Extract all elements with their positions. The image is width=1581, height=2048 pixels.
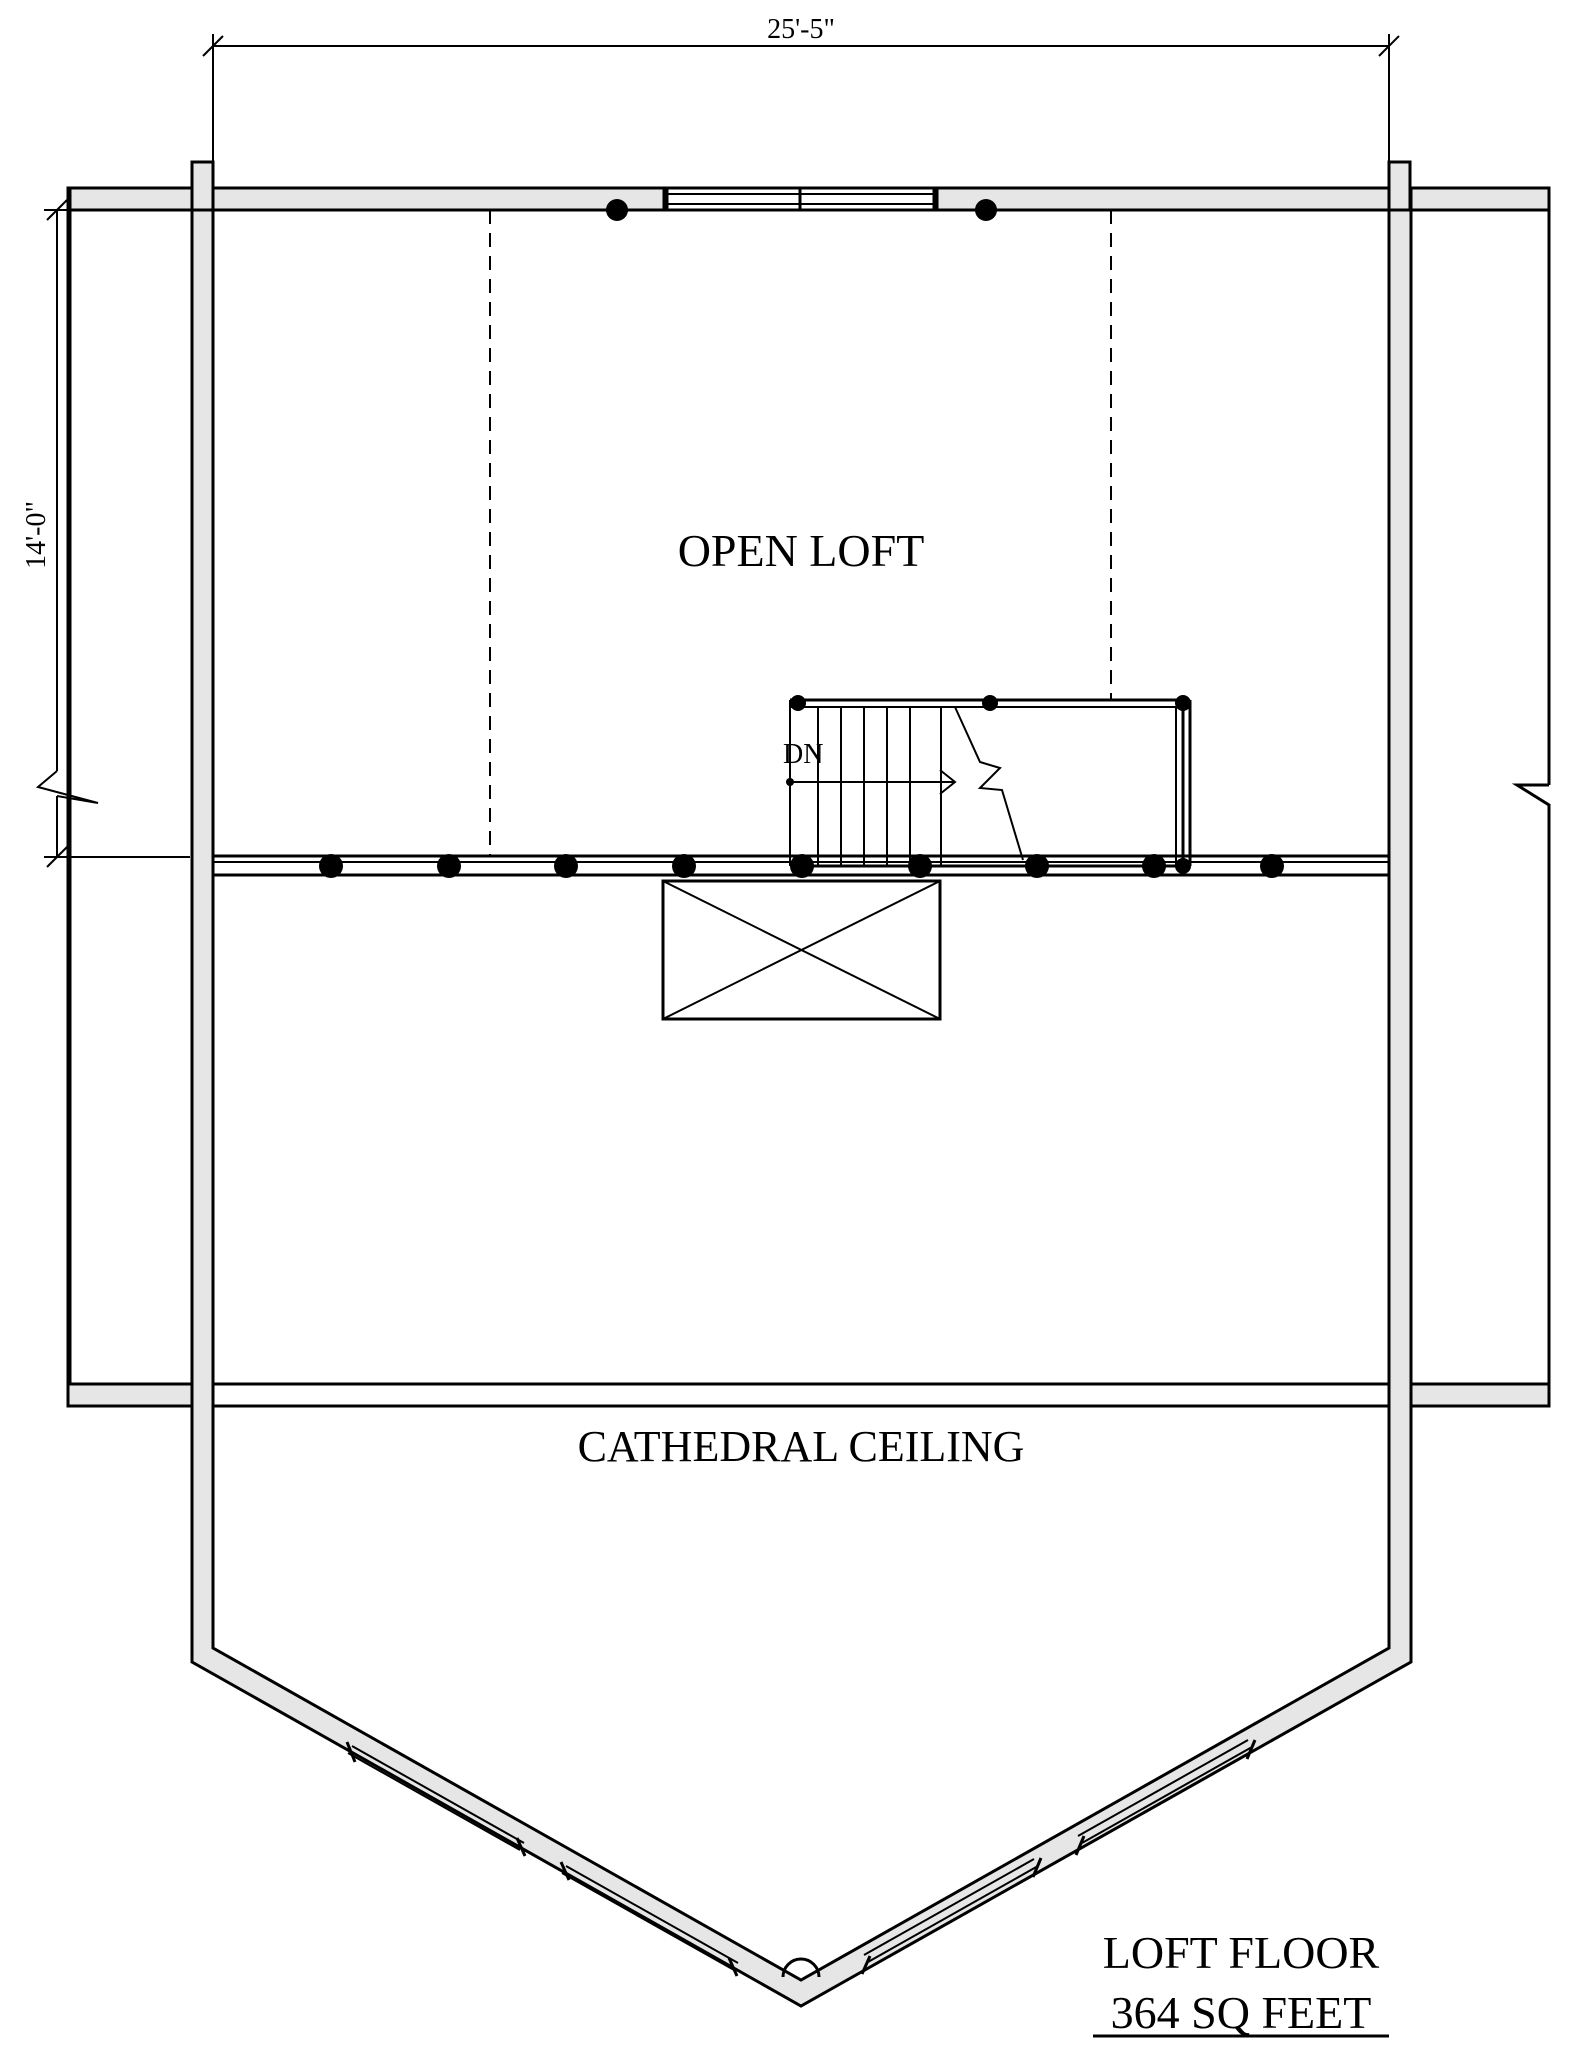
top-wall-left: [190, 186, 666, 212]
post: [908, 854, 932, 878]
posts: [319, 199, 1284, 878]
post: [437, 854, 461, 878]
post: [554, 854, 578, 878]
stair-down-label: DN: [783, 739, 823, 770]
plan-area: 364 SQ FEET: [1111, 1987, 1372, 2038]
top-right-wall-stub: [1387, 160, 1412, 212]
post: [606, 199, 628, 221]
open-loft-label: OPEN LOFT: [678, 525, 925, 576]
post: [982, 695, 998, 711]
angled-windows: [345, 1739, 1257, 1978]
depth-dimension: 14'-0": [21, 199, 190, 868]
post: [790, 695, 806, 711]
post: [1260, 854, 1284, 878]
plan-title-block: LOFT FLOOR 364 SQ FEET: [1093, 1927, 1389, 2038]
exterior-walls: [66, 160, 1551, 2008]
width-dimension: 25'-5": [202, 14, 1400, 185]
loft-boundary-dashed: [489, 210, 1112, 856]
right-outer-wall-bottom: [1409, 1382, 1551, 1408]
post: [975, 199, 997, 221]
left-outer-wall-top: [66, 186, 194, 212]
left-outer-wall-bottom: [66, 1382, 194, 1408]
top-window: [662, 186, 939, 212]
cathedral-ceiling-label: CATHEDRAL CEILING: [578, 1422, 1025, 1471]
stair: DN: [783, 700, 1024, 866]
post: [1025, 854, 1049, 878]
post: [1142, 854, 1166, 878]
width-dimension-label: 25'-5": [767, 14, 835, 45]
post: [672, 854, 696, 878]
main-building-wall: [190, 208, 1413, 2008]
floor-opening: [661, 879, 942, 1021]
top-wall-right: [935, 186, 1413, 212]
left-outer-wall-side: [66, 186, 72, 1408]
post: [1175, 695, 1191, 711]
post: [790, 854, 814, 878]
right-outer-wall-top: [1409, 186, 1551, 212]
post: [319, 854, 343, 878]
post: [1175, 858, 1191, 874]
top-left-wall-stub: [190, 160, 215, 212]
plan-title: LOFT FLOOR: [1103, 1927, 1380, 1978]
loft-railing: [213, 698, 1389, 877]
depth-dimension-label: 14'-0": [21, 501, 52, 569]
